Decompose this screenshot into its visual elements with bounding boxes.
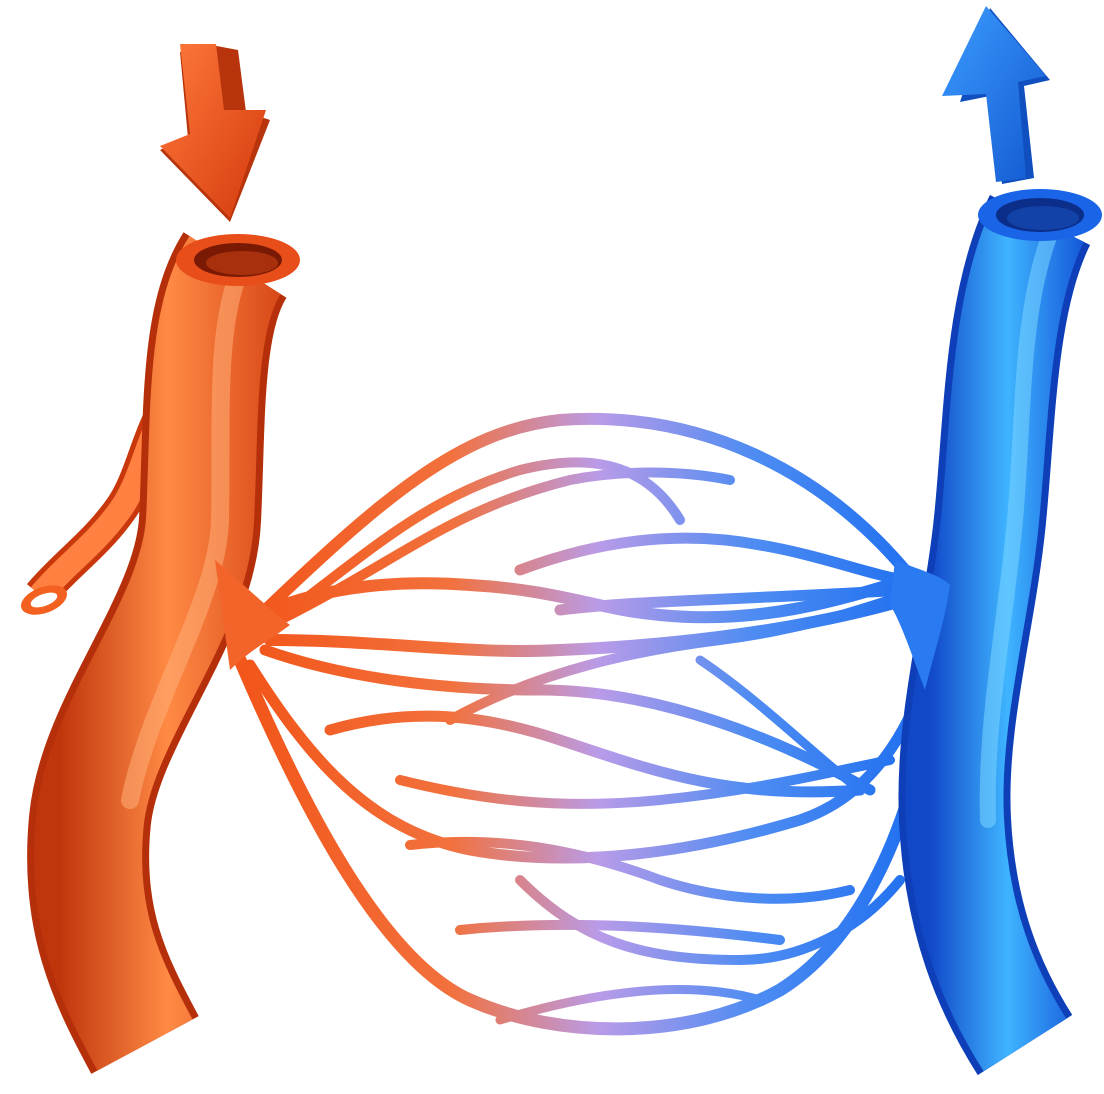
venule xyxy=(890,189,1102,1045)
capillary-vessel xyxy=(240,660,935,1029)
arrow-up-icon xyxy=(942,6,1050,184)
capillary-network xyxy=(240,419,935,1029)
arrow-down-icon xyxy=(160,44,270,222)
capillary-vessel xyxy=(460,925,780,940)
capillary-vessel xyxy=(520,538,905,580)
arteriole xyxy=(88,234,300,1045)
